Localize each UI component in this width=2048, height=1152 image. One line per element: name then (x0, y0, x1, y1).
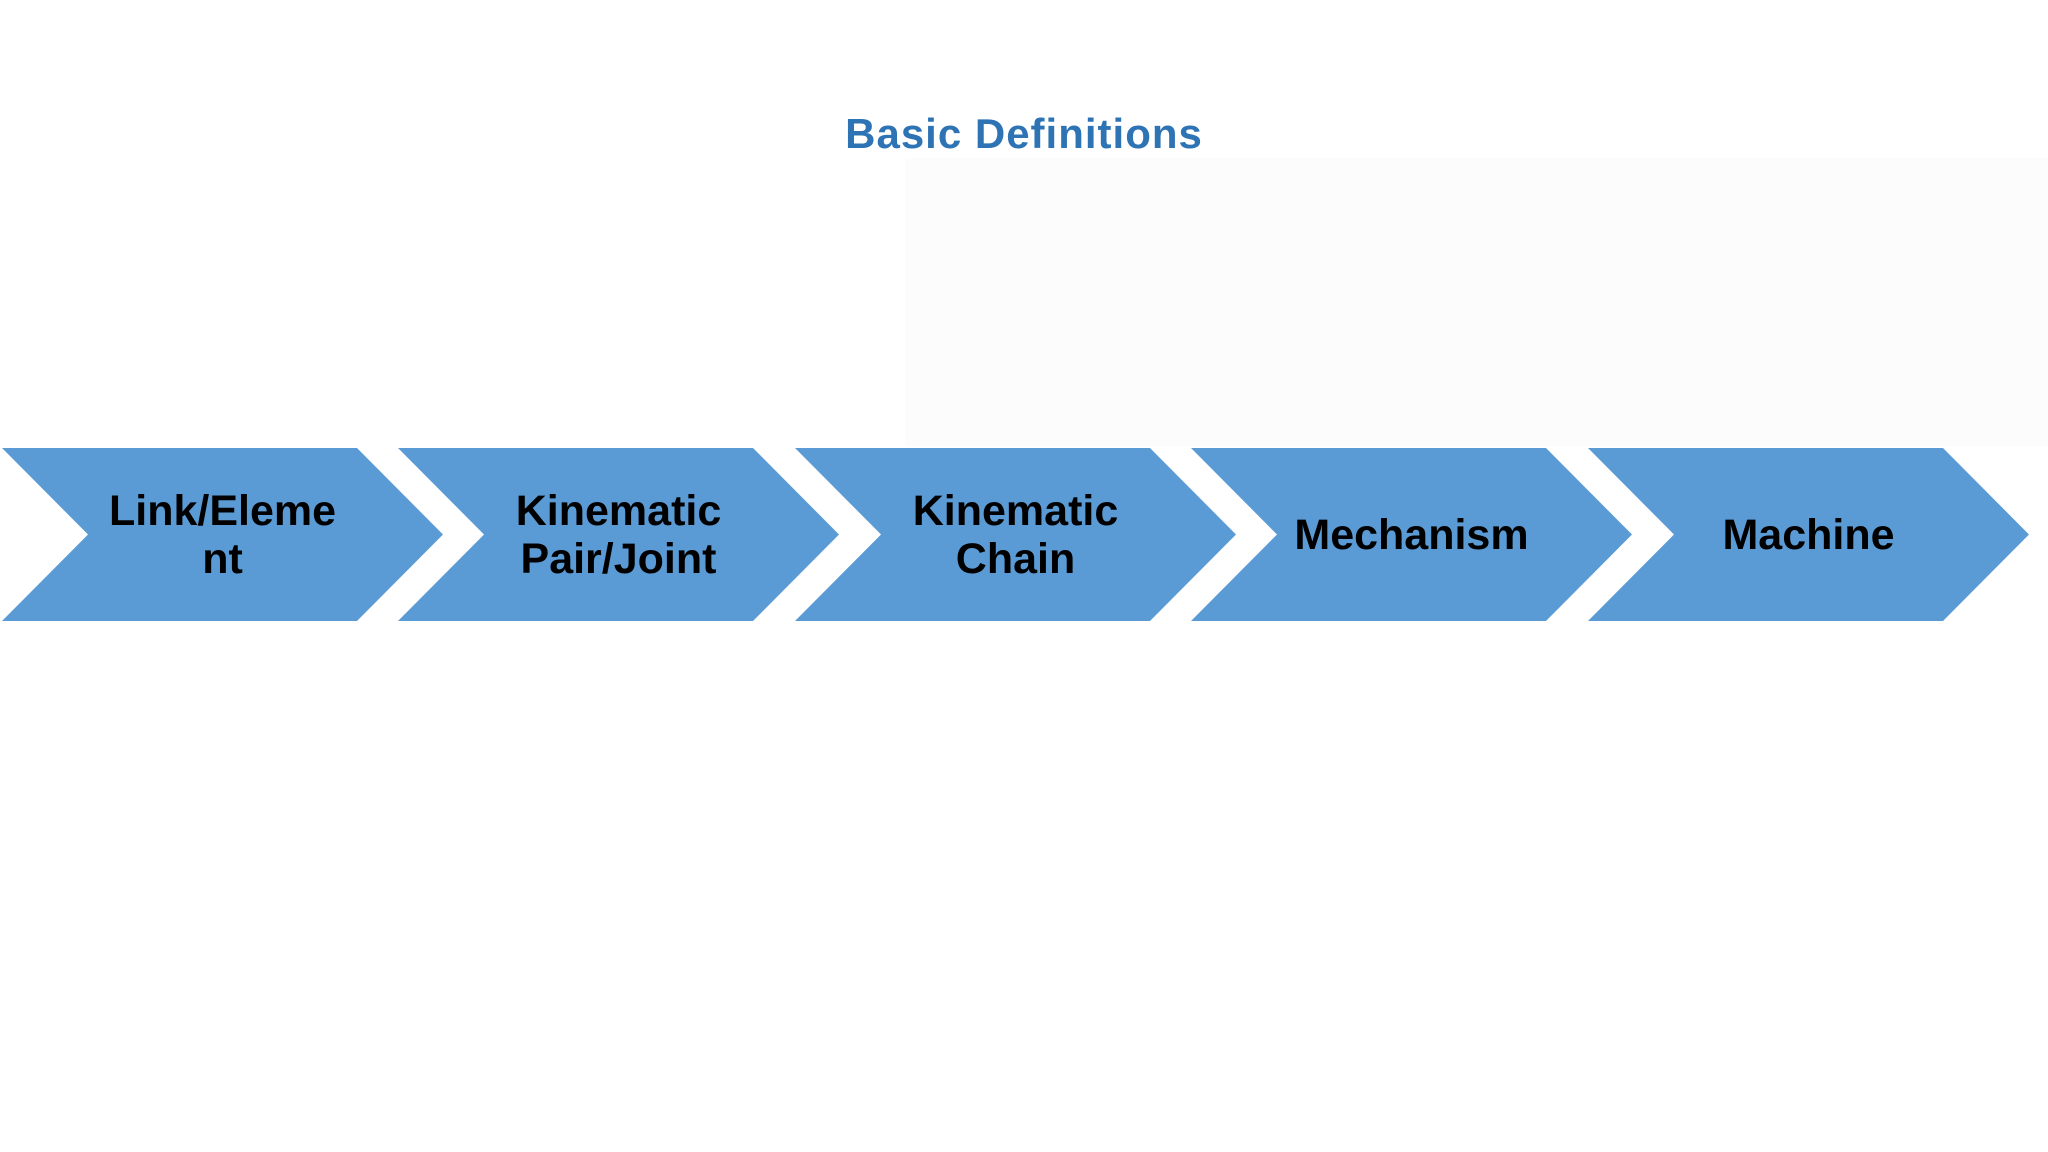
chevron-step-link-element: Link/Eleme nt (2, 448, 443, 621)
label-line: Chain (955, 534, 1076, 583)
label-line: Mechanism (1294, 510, 1529, 559)
label-line: Kinematic (912, 486, 1119, 535)
chevron-step-mechanism: Mechanism (1191, 448, 1632, 621)
label-line: Pair/Joint (520, 534, 717, 583)
chevron-step-label: Kinematic Chain (913, 487, 1119, 583)
chevron-step-label: Link/Eleme nt (109, 487, 336, 583)
label-line: Link/Eleme (108, 486, 337, 535)
chevron-step-kinematic-chain: Kinematic Chain (795, 448, 1236, 621)
chevron-step-label: Kinematic Pair/Joint (516, 487, 722, 583)
chevron-step-kinematic-pair-joint: Kinematic Pair/Joint (398, 448, 839, 621)
label-line: Kinematic (515, 486, 722, 535)
page-title: Basic Definitions (845, 110, 1203, 157)
chevron-step-label: Mechanism (1294, 511, 1528, 559)
chevron-step-machine: Machine (1588, 448, 2029, 621)
background-panel (905, 158, 2048, 446)
chevron-step-label: Machine (1722, 511, 1894, 559)
label-line: Machine (1722, 510, 1895, 559)
label-line: nt (202, 534, 243, 583)
